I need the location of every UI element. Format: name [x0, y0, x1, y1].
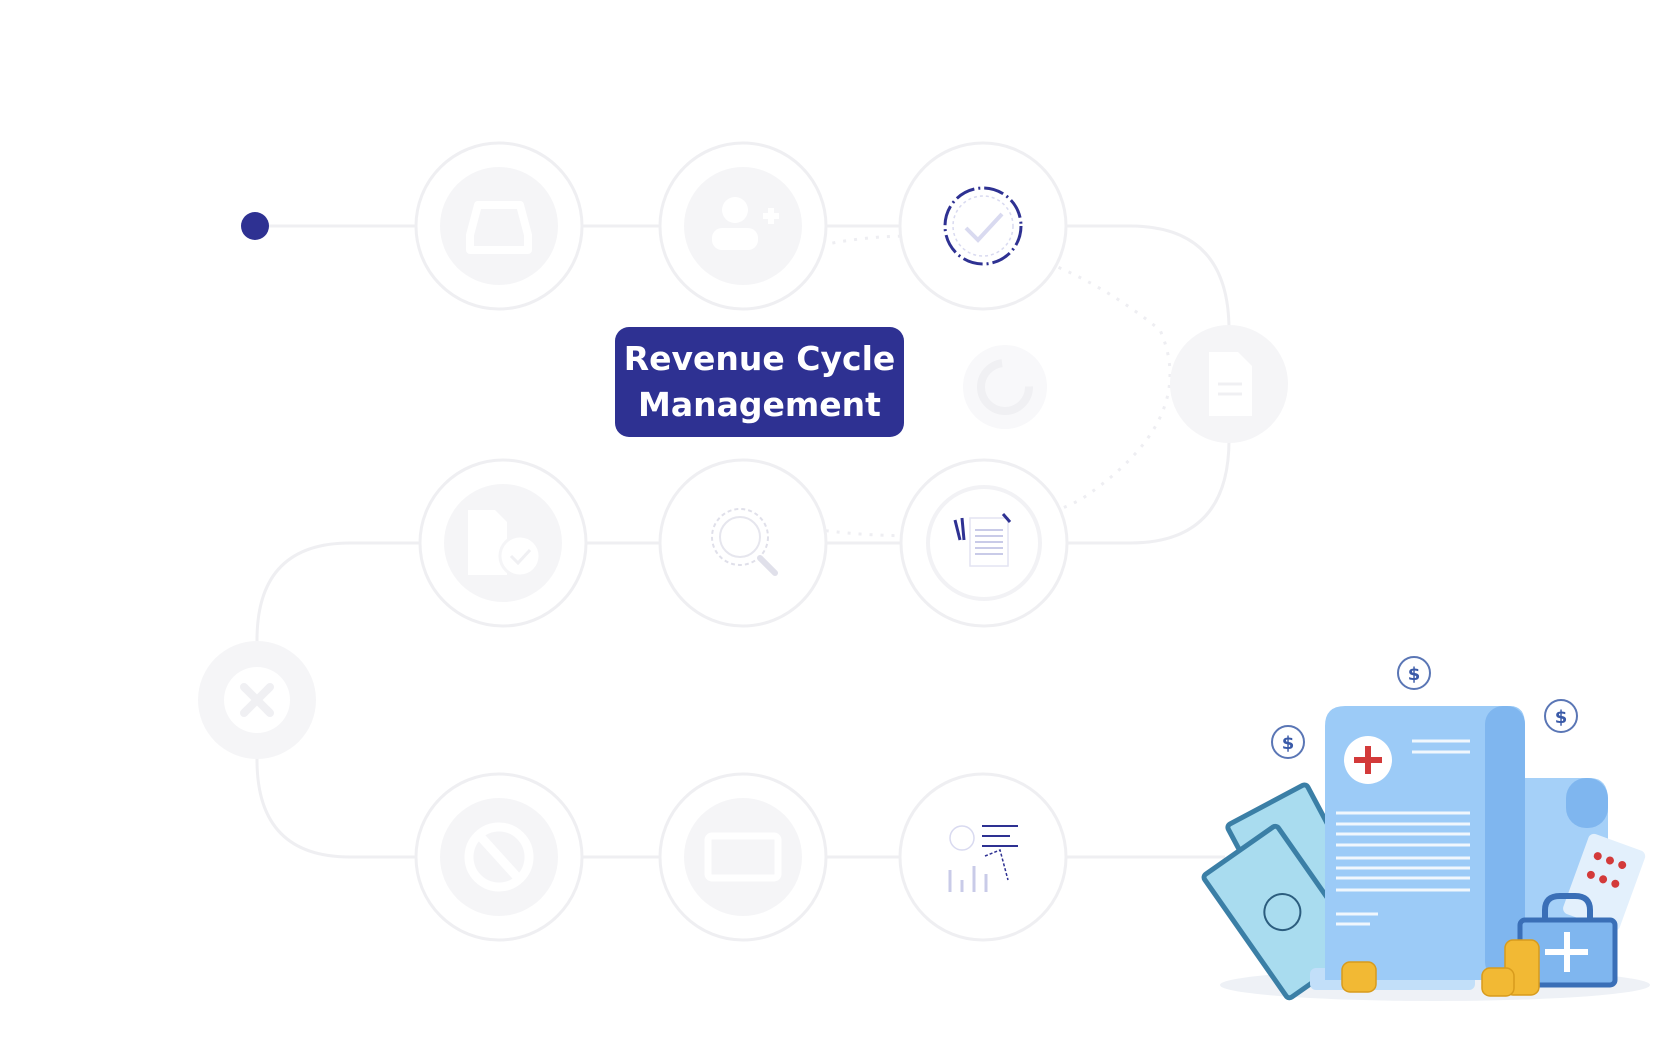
blocked-icon — [440, 798, 558, 916]
title-line-1: Revenue Cycle — [623, 339, 896, 378]
invoice-icon — [926, 485, 1042, 601]
payment-card-icon — [684, 798, 802, 916]
add-user-icon — [684, 167, 802, 285]
ring — [658, 458, 828, 628]
svg-text:$: $ — [1555, 707, 1568, 728]
file-check-icon — [444, 484, 562, 602]
start-dot — [241, 212, 269, 240]
svg-text:$: $ — [1408, 664, 1421, 685]
denied-x-icon — [198, 641, 316, 759]
verified-check-icon — [943, 186, 1023, 266]
ring — [898, 772, 1068, 942]
analytics-report-icon — [948, 825, 1018, 892]
inbox-icon — [440, 167, 558, 285]
document-icon — [1170, 325, 1288, 443]
svg-text:$: $ — [1282, 733, 1295, 754]
medical-billing-illustration: $ $ $ — [1201, 656, 1650, 1001]
title-box: Revenue Cycle Management — [615, 327, 904, 437]
search-icon — [711, 508, 778, 576]
title-line-2: Management — [638, 385, 881, 424]
refresh-icon — [963, 345, 1047, 429]
ring — [898, 141, 1068, 311]
